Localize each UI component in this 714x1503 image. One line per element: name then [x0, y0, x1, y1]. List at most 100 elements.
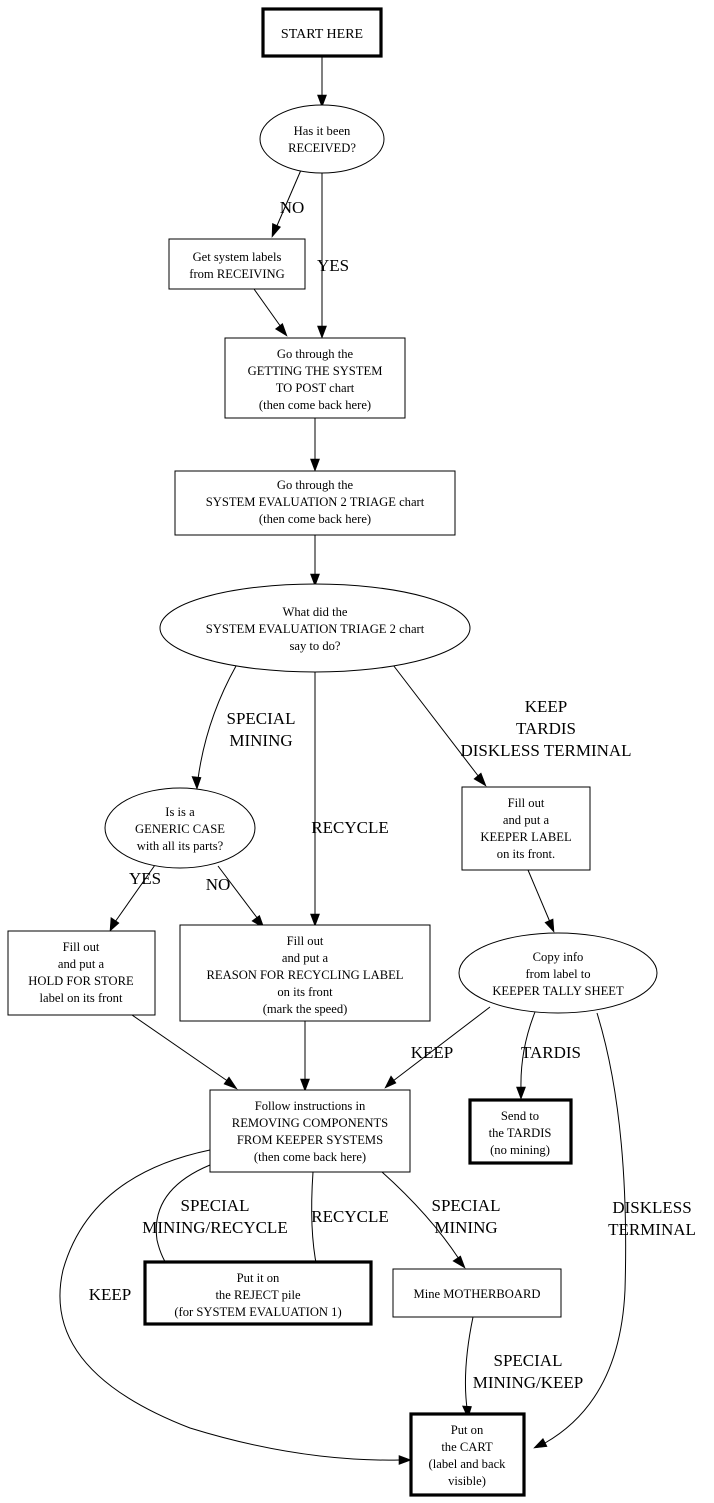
edge-triage-to-question [310, 535, 320, 587]
node-reason-for-recycling[interactable]: Fill out and put a REASON FOR RECYCLING … [179, 924, 431, 1022]
node-keeper-label[interactable]: Fill out and put a KEEPER LABEL on its f… [461, 786, 591, 871]
node-keeper-label-line-2: KEEPER LABEL [480, 830, 571, 844]
node-keeper-label-line-0: Fill out [508, 796, 545, 810]
edge-layer [59, 57, 627, 1465]
node-generic-line-2: with all its parts? [137, 839, 224, 853]
node-what-did-chart-say[interactable]: What did the SYSTEM EVALUATION TRIAGE 2 … [159, 583, 471, 673]
node-removing-components[interactable]: Follow instructions in REMOVING COMPONEN… [209, 1089, 411, 1173]
edge-label-tardis-1: TARDIS [516, 719, 576, 738]
node-received-line-0: Has it been [294, 124, 351, 138]
edge-label-no-received: NO [280, 198, 305, 217]
edge-removing-keep [59, 1149, 412, 1465]
node-cart-line-2: (label and back [429, 1457, 507, 1471]
node-cart-line-0: Put on [451, 1423, 484, 1437]
edge-label-mining-2: MINING [434, 1218, 497, 1237]
node-start-here[interactable]: START HERE [261, 7, 383, 58]
edge-label-yes-generic: YES [129, 869, 161, 888]
edge-q-special-mining [191, 665, 237, 790]
node-reject-line-2: (for SYSTEM EVALUATION 1) [174, 1305, 341, 1319]
node-reject-line-0: Put it on [237, 1271, 280, 1285]
node-generic-line-0: Is is a [165, 805, 195, 819]
node-q-line-0: What did the [282, 605, 347, 619]
node-hold-for-store[interactable]: Fill out and put a HOLD FOR STORE label … [7, 930, 156, 1016]
edge-label-no-generic: NO [206, 875, 231, 894]
node-cart-line-1: the CART [441, 1440, 493, 1454]
edge-label-special-2: SPECIAL [181, 1196, 250, 1215]
edge-label-special-3: SPECIAL [432, 1196, 501, 1215]
node-keeper-tally-sheet[interactable]: Copy info from label to KEEPER TALLY SHE… [458, 932, 658, 1014]
node-hold-line-1: and put a [58, 957, 105, 971]
edge-start-to-received [317, 57, 327, 108]
edge-tally-keep [384, 1006, 491, 1089]
node-get-labels-line-0: Get system labels [193, 250, 282, 264]
edge-label-tardis-tally: TARDIS [521, 1043, 581, 1062]
node-triage-line-1: SYSTEM EVALUATION 2 TRIAGE chart [206, 495, 425, 509]
edge-label-yes-received: YES [317, 256, 349, 275]
node-reject-pile[interactable]: Put it on the REJECT pile (for SYSTEM EV… [143, 1260, 373, 1326]
node-sys-eval-2-triage[interactable]: Go through the SYSTEM EVALUATION 2 TRIAG… [174, 470, 456, 536]
node-post-line-3: (then come back here) [259, 398, 371, 412]
node-hold-line-0: Fill out [63, 940, 100, 954]
node-recycling-line-2: REASON FOR RECYCLING LABEL [207, 968, 404, 982]
edge-label-keep-1: KEEP [525, 697, 568, 716]
edge-q-recycle [310, 672, 320, 927]
node-recycling-line-3: on its front [277, 985, 333, 999]
edge-removing-special-mining [381, 1171, 466, 1269]
edge-q-keep-tardis-diskless [389, 660, 487, 787]
node-post-line-0: Go through the [277, 347, 354, 361]
edge-received-yes [317, 173, 327, 339]
edge-label-mining-recycle: MINING/RECYCLE [142, 1218, 287, 1237]
edge-label-special-4: SPECIAL [494, 1351, 563, 1370]
edge-recycling-to-removing [300, 1021, 310, 1092]
node-has-it-been-received[interactable]: Has it been RECEIVED? [259, 104, 385, 174]
edge-mine-to-cart [462, 1316, 474, 1419]
node-removing-line-3: (then come back here) [254, 1150, 366, 1164]
edge-get-labels-to-post [253, 288, 288, 337]
node-cart-line-3: visible) [448, 1474, 486, 1488]
node-triage-line-0: Go through the [277, 478, 354, 492]
node-hold-line-2: HOLD FOR STORE [28, 974, 134, 988]
node-tally-line-0: Copy info [533, 950, 584, 964]
edge-keeper-label-to-tally [527, 869, 555, 933]
node-recycling-line-4: (mark the speed) [263, 1002, 348, 1016]
edge-label-recycle-2: RECYCLE [311, 1207, 388, 1226]
node-removing-line-1: REMOVING COMPONENTS [232, 1116, 388, 1130]
node-tardis-line-0: Send to [501, 1109, 539, 1123]
node-getting-system-to-post[interactable]: Go through the GETTING THE SYSTEM TO POS… [224, 337, 406, 419]
edge-label-layer: NO YES SPECIAL MINING RECYCLE KEEP TARDI… [89, 198, 696, 1392]
node-recycling-line-0: Fill out [287, 934, 324, 948]
edge-tally-diskless [533, 1012, 627, 1449]
node-reject-line-1: the REJECT pile [215, 1288, 301, 1302]
node-put-on-cart[interactable]: Put on the CART (label and back visible) [409, 1412, 526, 1497]
node-recycling-line-1: and put a [282, 951, 329, 965]
node-tardis-line-1: the TARDIS [489, 1126, 552, 1140]
edge-hold-to-removing [131, 1014, 238, 1090]
edge-label-special-1: SPECIAL [227, 709, 296, 728]
node-triage-line-2: (then come back here) [259, 512, 371, 526]
node-mine-motherboard[interactable]: Mine MOTHERBOARD [392, 1268, 562, 1318]
node-received-line-1: RECEIVED? [288, 141, 356, 155]
edge-label-keep-2: KEEP [89, 1285, 132, 1304]
edge-tally-tardis [516, 1011, 536, 1100]
edge-generic-yes [109, 864, 156, 932]
edge-label-mining-keep: MINING/KEEP [473, 1373, 584, 1392]
node-start-here-line-0: START HERE [281, 27, 363, 42]
node-tardis-line-2: (no mining) [490, 1143, 550, 1157]
node-post-line-1: GETTING THE SYSTEM [248, 364, 383, 378]
node-send-to-tardis[interactable]: Send to the TARDIS (no mining) [468, 1098, 573, 1165]
node-removing-line-0: Follow instructions in [255, 1099, 366, 1113]
edge-received-no [271, 169, 302, 238]
edge-label-terminal: TERMINAL [608, 1220, 696, 1239]
node-generic-line-1: GENERIC CASE [135, 822, 225, 836]
node-mine-line-0: Mine MOTHERBOARD [414, 1287, 541, 1301]
edge-label-mining-1: MINING [229, 731, 292, 750]
edge-label-recycle-1: RECYCLE [311, 818, 388, 837]
node-get-system-labels[interactable]: Get system labels from RECEIVING [168, 238, 306, 290]
node-get-labels-line-1: from RECEIVING [189, 267, 285, 281]
edge-label-diskless: DISKLESS [612, 1198, 691, 1217]
node-q-line-1: SYSTEM EVALUATION TRIAGE 2 chart [206, 622, 425, 636]
node-hold-line-3: label on its front [40, 991, 123, 1005]
edge-label-keep-tally: KEEP [411, 1043, 454, 1062]
node-generic-case[interactable]: Is is a GENERIC CASE with all its parts? [104, 787, 256, 869]
